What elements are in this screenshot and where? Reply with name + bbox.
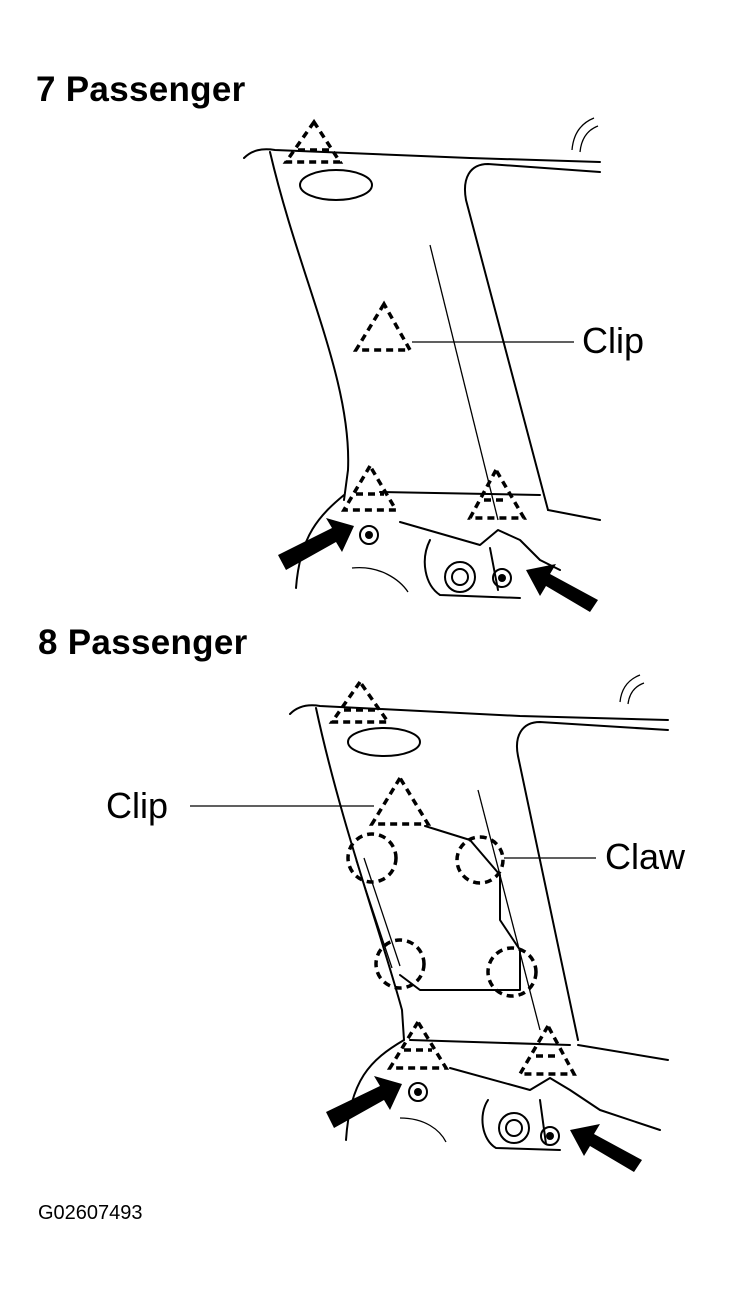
claw-callout-label: Claw bbox=[605, 836, 686, 877]
clip-triangle-icon bbox=[352, 300, 413, 352]
trim-crease-line bbox=[429, 244, 499, 521]
body-panel-line bbox=[399, 1117, 447, 1143]
claw-circle-icon bbox=[455, 835, 505, 885]
body-panel-line bbox=[423, 539, 521, 599]
arrow-icon bbox=[278, 518, 354, 570]
clip-triangle-icon bbox=[386, 1018, 450, 1070]
trim-lower-edge bbox=[409, 1039, 669, 1061]
bolt-icon bbox=[408, 1082, 428, 1102]
door-opening-edge bbox=[464, 163, 601, 511]
roof-edge-line bbox=[619, 674, 641, 703]
body-panel-line bbox=[345, 1039, 405, 1141]
body-panel-line bbox=[295, 494, 345, 589]
arrow-icon bbox=[326, 1076, 402, 1128]
panel-8-passenger-drawing bbox=[190, 674, 669, 1172]
bolt-center bbox=[498, 574, 506, 582]
trim-recess-edge bbox=[399, 825, 521, 991]
bolt-center bbox=[414, 1088, 422, 1096]
claw-circle-icon bbox=[486, 946, 538, 998]
bolt-center bbox=[365, 531, 373, 539]
bolt-icon bbox=[492, 568, 512, 588]
claw-circle-icon bbox=[346, 832, 398, 884]
clip-triangle-icon bbox=[282, 118, 344, 164]
figure-id: G02607493 bbox=[38, 1202, 143, 1224]
door-opening-edge bbox=[516, 721, 669, 1041]
arrow-icon bbox=[570, 1124, 642, 1172]
clip-triangle-icon bbox=[467, 466, 528, 520]
clip-triangle-icon bbox=[328, 678, 392, 724]
claw-circle-icon bbox=[374, 938, 426, 990]
clip-callout-label: Clip bbox=[106, 785, 169, 826]
grab-handle-hole bbox=[299, 169, 373, 201]
trim-crease-line bbox=[477, 789, 541, 1031]
panel-title-8-passenger: 8 Passenger bbox=[38, 623, 248, 662]
grab-handle-hole bbox=[347, 727, 421, 757]
clip-callout-label: Clip bbox=[582, 320, 645, 361]
trim-lower-edge bbox=[379, 491, 601, 521]
body-panel-line bbox=[449, 1067, 661, 1131]
bolt-icon bbox=[540, 1126, 560, 1146]
bracket-line bbox=[539, 1099, 547, 1145]
body-panel-line bbox=[399, 521, 561, 571]
roof-edge-line bbox=[579, 125, 599, 153]
pillar-trim-outline bbox=[243, 148, 601, 501]
panel-7-passenger-drawing bbox=[243, 117, 601, 612]
body-panel-line bbox=[351, 566, 409, 593]
mount-hole bbox=[498, 1112, 530, 1144]
mount-hole-inner bbox=[451, 568, 469, 586]
bolt-center bbox=[546, 1132, 554, 1140]
arrow-icon bbox=[526, 564, 598, 612]
clip-triangle-icon bbox=[340, 462, 400, 512]
roof-edge-line bbox=[627, 682, 645, 705]
clip-triangle-icon bbox=[368, 774, 432, 826]
body-panel-line bbox=[481, 1099, 561, 1151]
mount-hole bbox=[444, 561, 476, 593]
bolt-icon bbox=[359, 525, 379, 545]
roof-edge-line bbox=[571, 117, 595, 151]
bracket-line bbox=[489, 547, 499, 591]
mount-hole-inner bbox=[505, 1119, 523, 1137]
panel-title-7-passenger: 7 Passenger bbox=[36, 70, 246, 109]
clip-triangle-icon bbox=[516, 1022, 577, 1076]
